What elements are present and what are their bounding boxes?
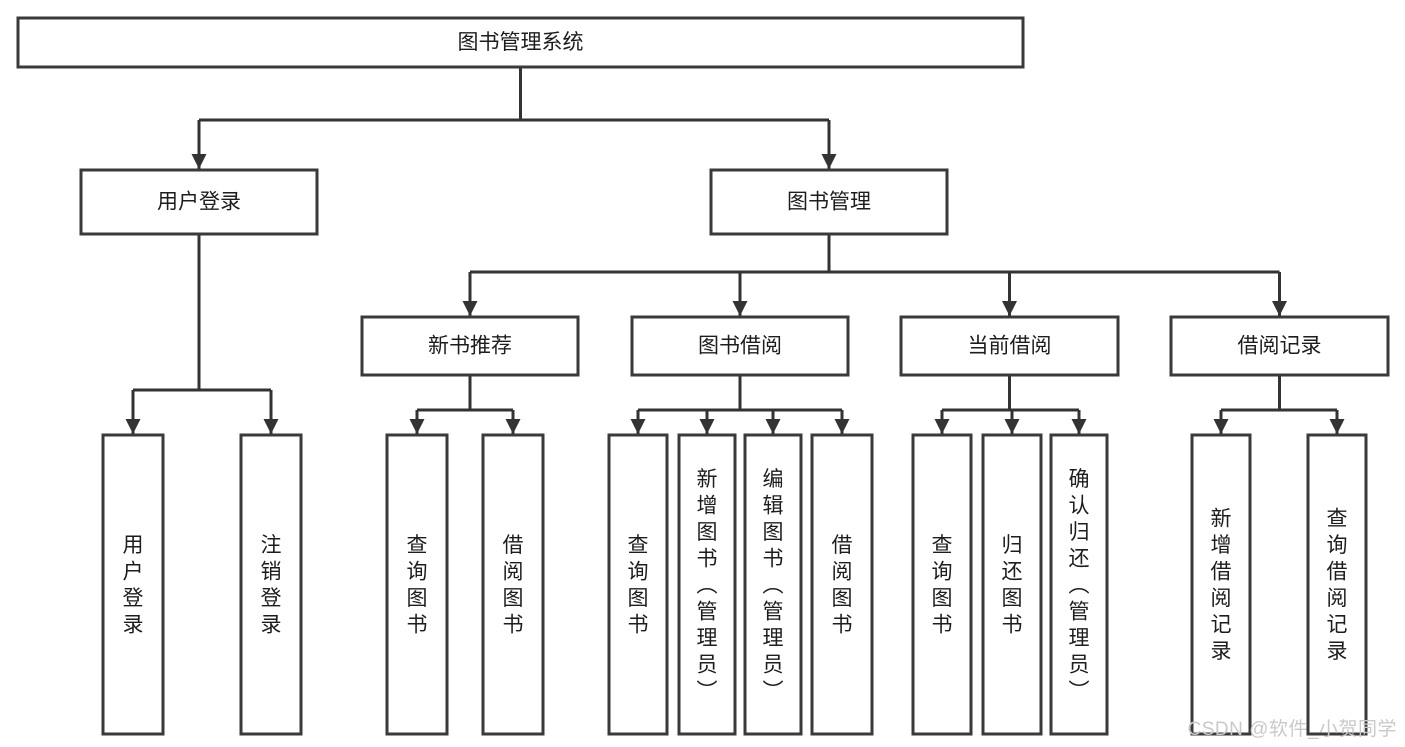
arrowhead-icon xyxy=(1213,419,1229,434)
node-label-leaf-query-book-2: 查询图书 xyxy=(628,534,649,637)
node-label-leaf-edit-book: 编辑图书︵管理员︶ xyxy=(763,468,784,703)
node-box-leaf-add-record xyxy=(1190,433,1252,736)
node-box-user-login xyxy=(79,168,319,236)
node-label-new-book-recommend: 新书推荐 xyxy=(428,335,512,358)
node-label-leaf-return-book: 归还图书 xyxy=(1002,534,1023,637)
node-box-leaf-borrow-book-2 xyxy=(810,433,874,736)
node-leaf-edit-book[interactable]: 编辑图书︵管理员︶ xyxy=(743,433,803,736)
node-leaf-query-book-3[interactable]: 查询图书 xyxy=(911,433,973,736)
node-box-leaf-edit-book xyxy=(743,433,803,736)
arrowhead-icon xyxy=(462,301,478,316)
watermark-text: CSDN @软件_小贺同学 xyxy=(1187,719,1397,740)
arrowhead-icon xyxy=(1329,419,1345,434)
node-box-leaf-query-record xyxy=(1306,433,1368,736)
node-box-leaf-query-book-1 xyxy=(385,433,449,736)
node-book-management[interactable]: 图书管理 xyxy=(709,168,949,236)
node-label-leaf-borrow-book-2: 借阅图书 xyxy=(832,534,853,637)
node-leaf-user-login[interactable]: 用户登录 xyxy=(101,433,165,736)
node-box-new-book-recommend xyxy=(360,315,580,377)
arrowhead-icon xyxy=(1071,419,1087,434)
node-box-leaf-query-book-3 xyxy=(911,433,973,736)
arrowhead-icon xyxy=(263,419,279,434)
arrowhead-icon xyxy=(834,419,850,434)
node-box-leaf-query-book-2 xyxy=(607,433,669,736)
node-box-leaf-borrow-book-1 xyxy=(481,433,545,736)
node-label-leaf-user-login: 用户登录 xyxy=(123,534,144,637)
node-label-leaf-confirm-return: 确认归还︵管理员︶ xyxy=(1069,468,1090,703)
node-label-leaf-query-record: 查询借阅记录 xyxy=(1327,508,1348,664)
node-box-current-borrow xyxy=(899,315,1120,377)
node-root[interactable]: 图书管理系统 xyxy=(16,16,1025,69)
node-box-borrow-record xyxy=(1169,315,1390,377)
node-book-borrow[interactable]: 图书借阅 xyxy=(630,315,850,377)
node-label-leaf-logout: 注销登录 xyxy=(261,534,282,637)
arrowhead-icon xyxy=(191,154,207,169)
node-leaf-query-book-1[interactable]: 查询图书 xyxy=(385,433,449,736)
node-leaf-return-book[interactable]: 归还图书 xyxy=(981,433,1043,736)
node-box-leaf-add-book xyxy=(677,433,737,736)
arrowhead-icon xyxy=(409,419,425,434)
node-new-book-recommend[interactable]: 新书推荐 xyxy=(360,315,580,377)
node-label-leaf-add-book: 新增图书︵管理员︶ xyxy=(697,468,718,703)
node-box-book-borrow xyxy=(630,315,850,377)
node-user-login[interactable]: 用户登录 xyxy=(79,168,319,236)
node-label-leaf-add-record: 新增借阅记录 xyxy=(1211,508,1232,664)
node-box-book-management xyxy=(709,168,949,236)
arrowhead-icon xyxy=(1002,301,1017,316)
node-leaf-confirm-return[interactable]: 确认归还︵管理员︶ xyxy=(1049,433,1109,736)
arrowhead-icon xyxy=(732,301,748,316)
arrowhead-icon xyxy=(1004,419,1020,434)
node-label-leaf-query-book-3: 查询图书 xyxy=(932,534,953,637)
node-label-borrow-record: 借阅记录 xyxy=(1238,335,1322,358)
node-label-leaf-borrow-book-1: 借阅图书 xyxy=(503,534,524,637)
node-label-leaf-query-book-1: 查询图书 xyxy=(407,534,428,637)
arrowhead-icon xyxy=(630,419,646,434)
node-label-user-login: 用户登录 xyxy=(157,191,241,214)
node-box-leaf-return-book xyxy=(981,433,1043,736)
node-leaf-query-book-2[interactable]: 查询图书 xyxy=(607,433,669,736)
node-current-borrow[interactable]: 当前借阅 xyxy=(899,315,1120,377)
node-label-book-borrow: 图书借阅 xyxy=(698,335,782,358)
node-leaf-add-book[interactable]: 新增图书︵管理员︶ xyxy=(677,433,737,736)
arrowhead-icon xyxy=(1272,301,1287,316)
node-layer: 图书管理系统用户登录图书管理新书推荐图书借阅当前借阅借阅记录用户登录注销登录查询… xyxy=(16,16,1390,736)
arrowhead-icon xyxy=(505,419,521,434)
arrowhead-icon xyxy=(765,419,781,434)
node-leaf-query-record[interactable]: 查询借阅记录 xyxy=(1306,433,1368,736)
arrowhead-icon xyxy=(934,419,950,434)
node-leaf-borrow-book-1[interactable]: 借阅图书 xyxy=(481,433,545,736)
node-box-leaf-confirm-return xyxy=(1049,433,1109,736)
connector-layer xyxy=(125,67,1345,434)
node-borrow-record[interactable]: 借阅记录 xyxy=(1169,315,1390,377)
node-leaf-logout[interactable]: 注销登录 xyxy=(239,433,303,736)
node-box-root xyxy=(16,16,1025,69)
node-label-current-borrow: 当前借阅 xyxy=(968,335,1052,358)
node-box-leaf-logout xyxy=(239,433,303,736)
node-box-leaf-user-login xyxy=(101,433,165,736)
node-leaf-add-record[interactable]: 新增借阅记录 xyxy=(1190,433,1252,736)
arrowhead-icon xyxy=(699,419,715,434)
node-leaf-borrow-book-2[interactable]: 借阅图书 xyxy=(810,433,874,736)
arrowhead-icon xyxy=(125,419,141,434)
node-label-book-management: 图书管理 xyxy=(787,191,871,214)
node-label-root: 图书管理系统 xyxy=(458,31,584,54)
arrowhead-icon xyxy=(821,154,837,169)
